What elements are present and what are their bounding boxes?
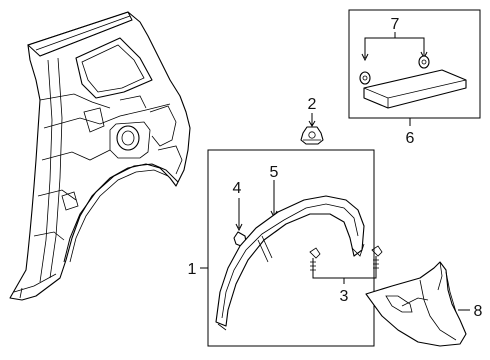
part-8-mudguard: [365, 261, 470, 347]
part-4-clip: [233, 198, 247, 247]
callout-3: 3: [340, 288, 349, 305]
part-6-strip: [363, 69, 467, 109]
wheel-arch-moulding: [215, 195, 365, 331]
callout-2: 2: [308, 96, 317, 113]
callout-1: 1: [188, 261, 197, 278]
quarter-panel: [9, 11, 191, 301]
callout-5: 5: [270, 164, 279, 181]
callout-8: 8: [474, 303, 483, 320]
part-7-clips: [359, 32, 430, 85]
callout-6: 6: [406, 130, 415, 147]
callout-7: 7: [391, 16, 400, 33]
part-3-bolts: [309, 245, 383, 284]
part-2-clip: [300, 113, 324, 145]
group-box-1: [200, 149, 375, 347]
group-box-6: [348, 9, 481, 126]
callout-4: 4: [233, 180, 242, 197]
callout-labels: 2 4 5 1 3 8 7 6: [188, 16, 483, 320]
